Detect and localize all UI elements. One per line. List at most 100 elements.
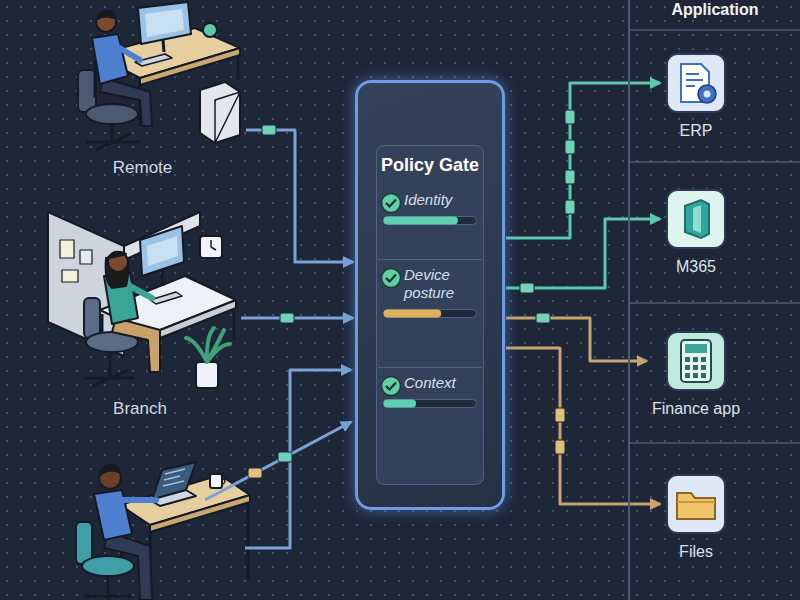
check-label: Identity: [404, 191, 478, 209]
rect-shape: [384, 310, 477, 318]
rect-shape: [685, 373, 690, 378]
illustration-part: [96, 12, 116, 32]
illustration-part: [140, 226, 184, 276]
illustration-part: [116, 46, 140, 60]
path-shape: [686, 74, 703, 86]
illustration-part: [80, 250, 92, 264]
column-separators: [628, 30, 800, 443]
illustration-part: [555, 408, 565, 422]
laptop-wires: [205, 370, 351, 548]
illustration-part: [62, 270, 78, 282]
branch-workstation: [48, 212, 236, 388]
path-shape: [685, 200, 709, 238]
illustration-part: [278, 452, 292, 462]
illustration-part: [60, 240, 74, 258]
gate-node: Policy GateIdentityDevice postureContext: [355, 80, 505, 510]
check-node: Identity: [378, 185, 482, 251]
illustration-part: [210, 474, 222, 488]
illustration-part: [211, 240, 216, 250]
circle-shape: [382, 194, 401, 213]
column-node: ApplicationERP M365Finance appFiles: [628, 0, 800, 600]
path-shape: [677, 501, 715, 503]
rect-shape: [667, 54, 725, 112]
illustration-part: [96, 11, 115, 20]
illustration-part: [92, 34, 128, 84]
rect-shape: [685, 357, 690, 362]
illustration-part: [565, 110, 575, 124]
illustration-part: [163, 40, 164, 52]
remote-workstation: [78, 2, 240, 150]
check-node: Context: [378, 367, 482, 447]
check-label: Context: [404, 374, 478, 392]
rect-shape: [701, 357, 706, 362]
rect-shape: [384, 310, 442, 318]
illustration-part: [200, 82, 240, 143]
app-icon: [665, 473, 727, 535]
app-icon: [665, 52, 727, 114]
path-shape: [693, 205, 701, 233]
illustration-part: [200, 236, 222, 258]
app-label: Files: [662, 543, 730, 561]
app-node: Finance app: [649, 330, 744, 420]
illustration-part: [147, 236, 178, 266]
station-label: Branch: [40, 399, 240, 419]
rect-shape: [693, 357, 698, 362]
app-node: ERP: [662, 52, 730, 142]
illustration-part: [565, 170, 575, 184]
app-icon: [665, 188, 727, 250]
rect-shape: [667, 475, 725, 533]
station-node: Branch: [40, 205, 240, 423]
illustration-part: [196, 362, 218, 388]
app-icon: [665, 330, 727, 392]
rect-shape: [701, 373, 706, 378]
progress-bar: [383, 216, 477, 225]
illustration-part: [112, 318, 160, 372]
illustration-part: [126, 284, 152, 298]
illustration-part: [86, 104, 138, 124]
circle-shape: [382, 269, 401, 288]
gate-title: Policy Gate: [358, 155, 502, 176]
app-label: ERP: [662, 122, 730, 140]
illustration-part: [262, 125, 276, 135]
illustration-part: [222, 478, 225, 485]
rect-shape: [681, 340, 711, 382]
illustration-part: [78, 70, 96, 112]
path-shape: [386, 275, 396, 282]
illustration-part: [138, 2, 191, 44]
illustration-part: [628, 161, 800, 163]
illustration-part: [108, 252, 128, 272]
app-node: Files: [662, 473, 730, 563]
illustration-part: [76, 522, 92, 564]
station-label: Remote: [40, 158, 245, 178]
rect-shape: [693, 373, 698, 378]
rect-shape: [384, 400, 477, 408]
flow-connector: [506, 348, 660, 504]
illustration-part: [536, 313, 550, 323]
column-header: Application: [630, 1, 800, 19]
flow-connector: [241, 317, 353, 320]
illustration-part: [628, 29, 800, 31]
laptop-workstation: [76, 462, 250, 600]
path-shape: [386, 383, 396, 390]
illustration-part: [163, 469, 185, 486]
rect-shape: [384, 217, 458, 225]
flow-connector: [506, 83, 660, 238]
check-label: Device posture: [404, 266, 478, 302]
illustration-part: [565, 200, 575, 214]
progress-bar: [383, 399, 477, 408]
illustration-part: [145, 9, 184, 37]
app-label: M365: [662, 258, 730, 276]
flow-connector: [506, 318, 647, 361]
path-shape: [386, 200, 396, 207]
illustration-part: [186, 328, 230, 362]
station-node: Remote: [40, 0, 245, 182]
rect-shape: [685, 365, 690, 370]
circle-shape: [704, 91, 711, 98]
check-icon: [380, 267, 402, 289]
path-shape: [677, 493, 715, 519]
illustration-part: [565, 140, 575, 154]
illustration-part: [84, 298, 100, 338]
illustration-part: [628, 442, 800, 444]
illustration-part: [162, 268, 163, 286]
